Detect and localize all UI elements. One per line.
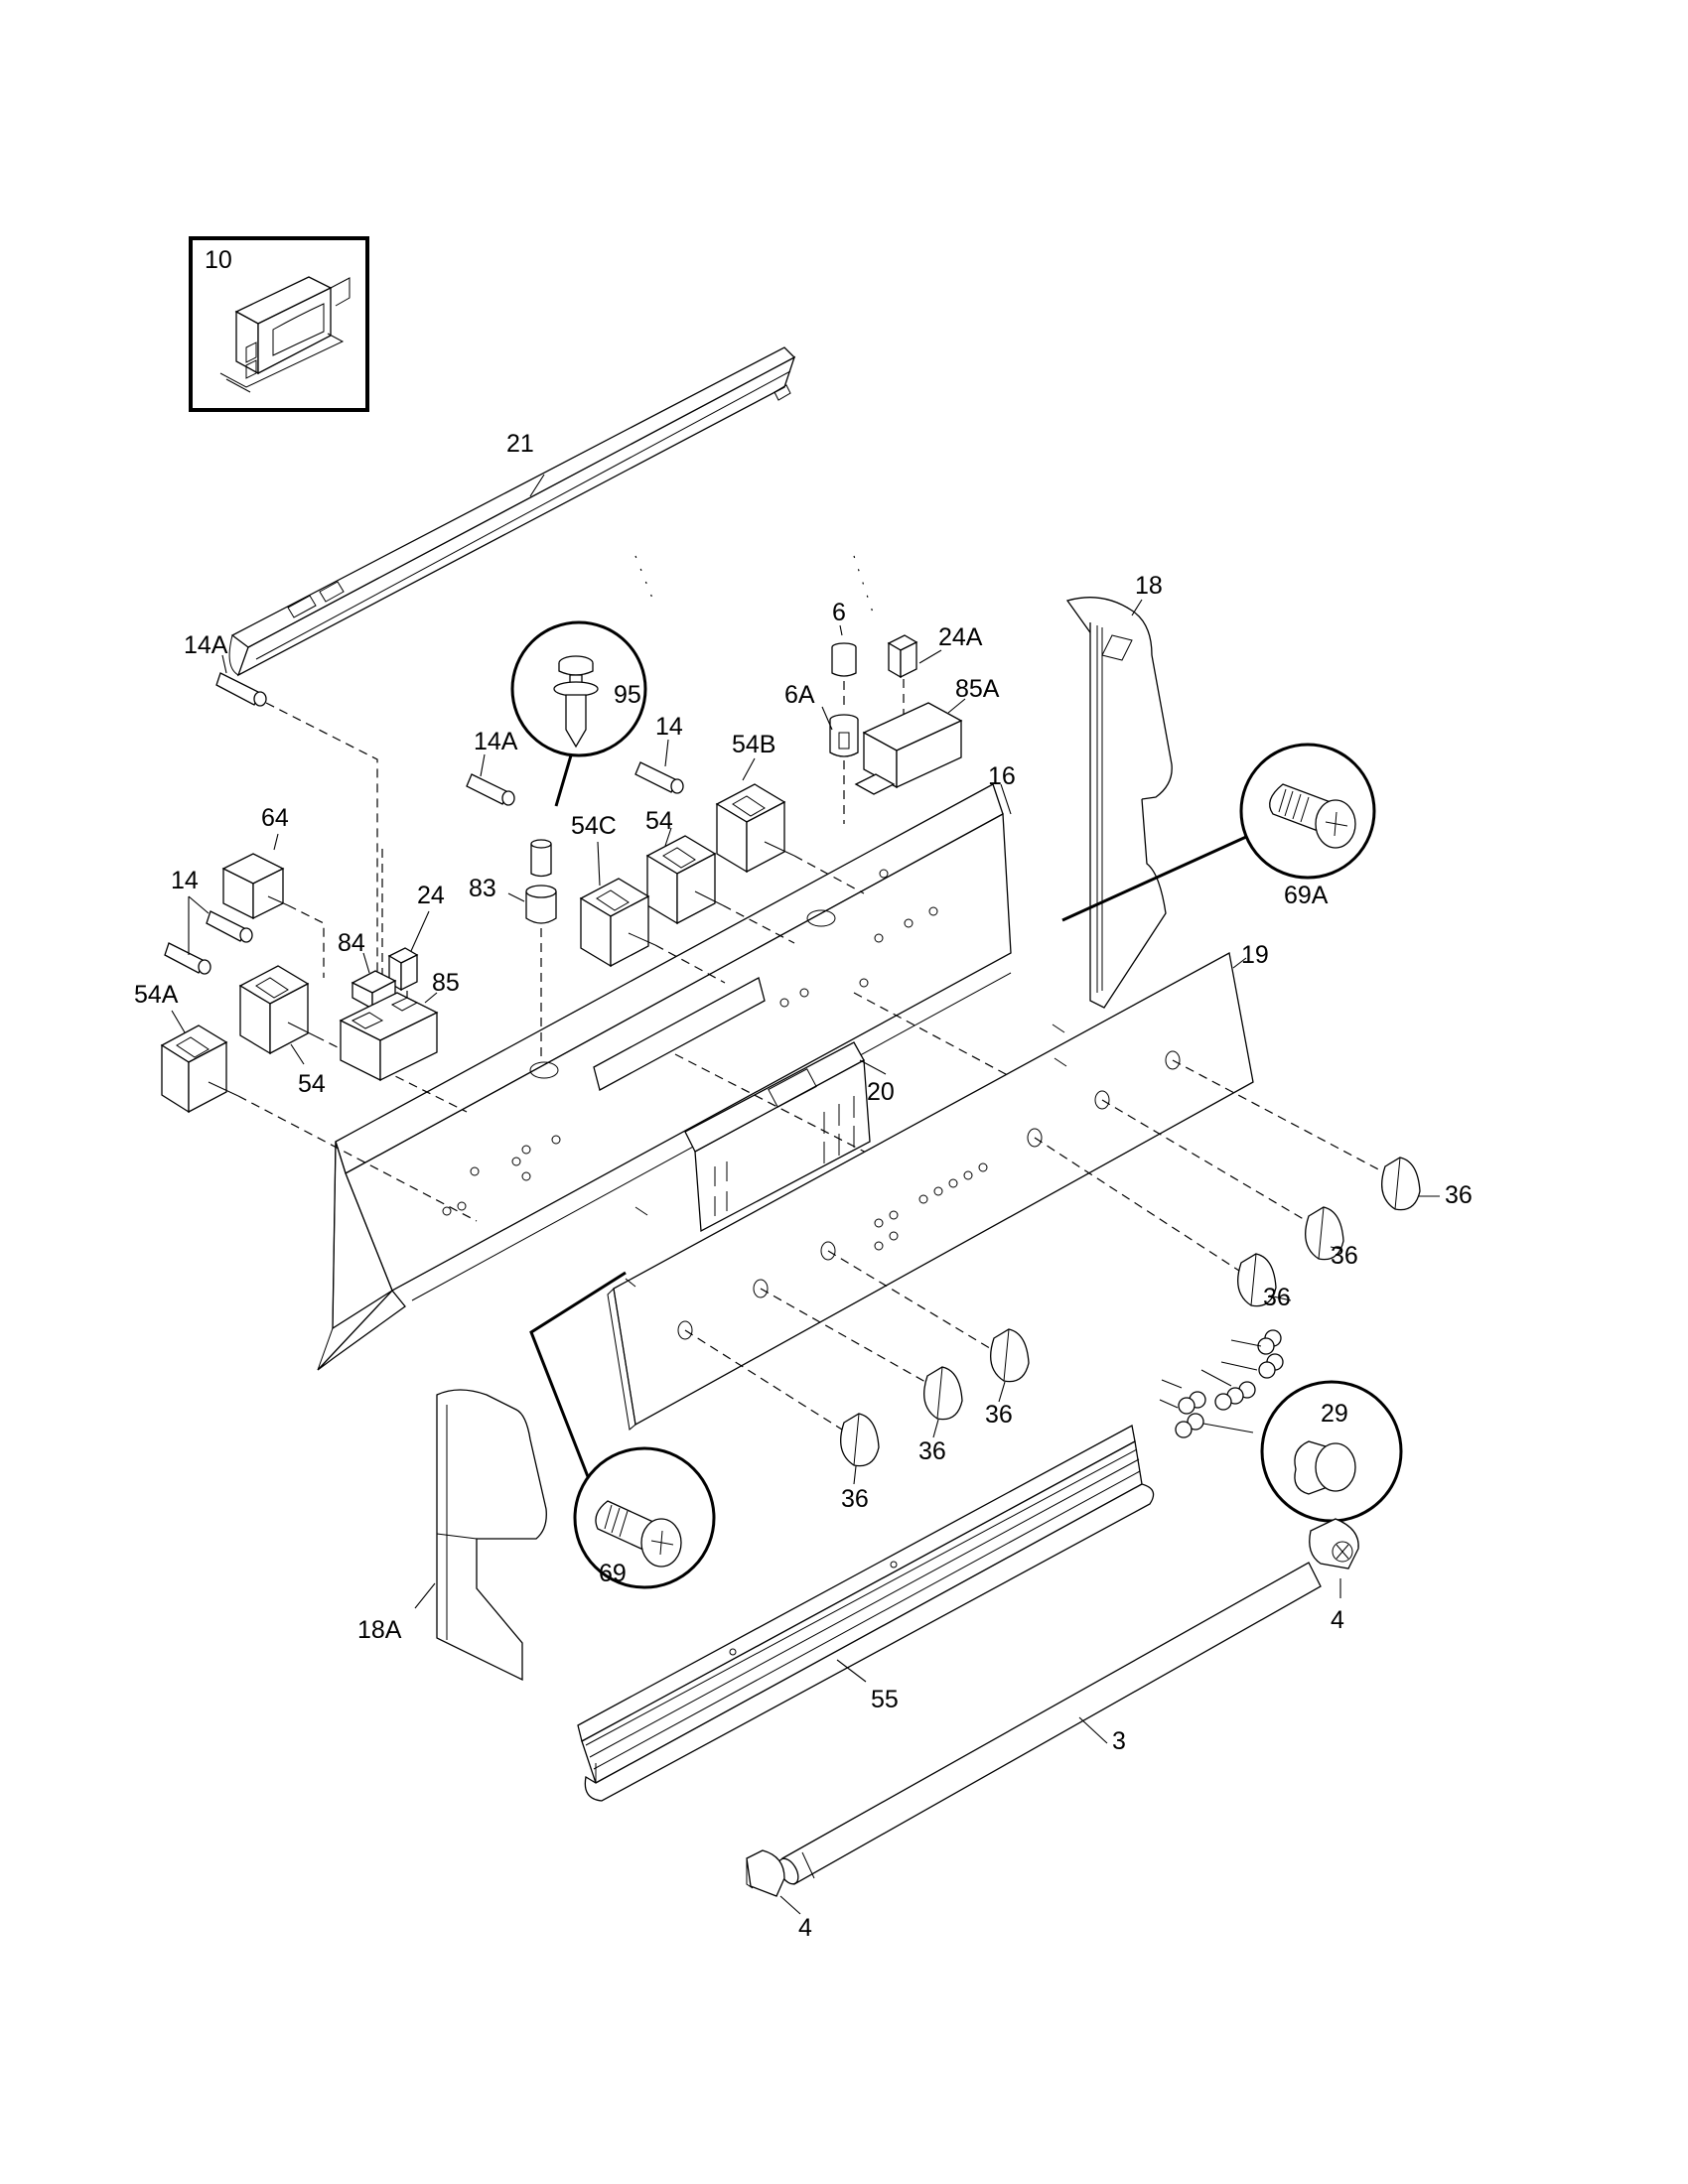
- knob-36-a[interactable]: 36: [1381, 1157, 1473, 1211]
- end-cap-18[interactable]: 18: [1065, 572, 1173, 1009]
- knob-36-d[interactable]: 36: [985, 1328, 1030, 1429]
- part-label-36-f: 36: [841, 1485, 869, 1513]
- part-label-6: 6: [832, 599, 846, 626]
- part-label-24: 24: [417, 882, 445, 909]
- part-label-54C: 54C: [571, 812, 617, 840]
- part-label-85: 85: [432, 969, 460, 997]
- part-label-84: 84: [338, 929, 365, 957]
- part-label-69A: 69A: [1284, 882, 1329, 909]
- switch-54A[interactable]: 54A: [134, 981, 239, 1114]
- part-label-4-left: 4: [798, 1914, 812, 1942]
- phillips-screw-icon: [1269, 783, 1356, 849]
- part-label-85A: 85A: [955, 675, 1000, 703]
- rocker-switch-24A[interactable]: 24A: [887, 623, 983, 679]
- lamp-holder-4-right[interactable]: 4: [1309, 1518, 1359, 1634]
- part-label-24A: 24A: [938, 623, 983, 651]
- part-label-83: 83: [469, 875, 496, 902]
- part-label-54: 54: [645, 807, 673, 835]
- push-pin-icon: [553, 655, 599, 749]
- relay-64[interactable]: 64: [221, 804, 289, 920]
- rocker-switch-24[interactable]: 24: [387, 882, 445, 992]
- part-label-64: 64: [261, 804, 289, 832]
- part-label-29: 29: [1321, 1400, 1348, 1428]
- part-label-69: 69: [599, 1560, 627, 1587]
- part-label-54-lower: 54: [298, 1070, 326, 1098]
- screws-69-small: [625, 1024, 1067, 1288]
- top-trim-21[interactable]: 21: [228, 346, 796, 677]
- knob-36-b[interactable]: 36: [1305, 1206, 1358, 1270]
- part-label-14A-left: 14A: [184, 631, 228, 659]
- switch-54B[interactable]: 54B: [715, 731, 795, 874]
- part-label-4-right: 4: [1331, 1606, 1344, 1634]
- part-label-20: 20: [867, 1078, 895, 1106]
- part-label-21: 21: [506, 430, 534, 458]
- bracket-85[interactable]: 85: [339, 969, 460, 1082]
- connector-terminals: [714, 1096, 855, 1216]
- control-panel-19[interactable]: 19: [607, 941, 1269, 1431]
- part-label-36-a: 36: [1445, 1181, 1473, 1209]
- switch-54C[interactable]: 54C: [571, 812, 656, 968]
- part-label-36-c: 36: [1263, 1284, 1291, 1311]
- lamp-6[interactable]: 6: [831, 599, 857, 677]
- knob-36-e[interactable]: 36: [918, 1366, 963, 1465]
- part-label-95: 95: [614, 681, 641, 709]
- callout-screw-69[interactable]: 69: [529, 1271, 716, 1589]
- grommet-83[interactable]: 83: [469, 839, 557, 924]
- plug-button-icon: [1294, 1440, 1356, 1495]
- indicator-light-14A-left[interactable]: 14A: [184, 631, 267, 707]
- part-label-14-left: 14: [171, 867, 199, 894]
- indicator-lights-14-left[interactable]: 14: [164, 867, 253, 975]
- part-label-10: 10: [205, 246, 232, 274]
- light-shield-55[interactable]: 55: [577, 1425, 1155, 1802]
- part-label-36-e: 36: [918, 1437, 946, 1465]
- transformer-icon: [219, 276, 351, 393]
- part-label-18A: 18A: [357, 1616, 402, 1644]
- bracket-85A[interactable]: 85A: [854, 675, 1000, 795]
- part-label-14A-mid: 14A: [474, 728, 518, 755]
- lens-cluster-29[interactable]: 29: [1159, 1329, 1403, 1523]
- part-label-54B: 54B: [732, 731, 775, 758]
- callout-pushpin-95[interactable]: 95: [510, 620, 647, 807]
- part-label-19: 19: [1241, 941, 1269, 969]
- lamp-holder-4-left[interactable]: 4: [746, 1849, 812, 1942]
- part-label-36-b: 36: [1331, 1242, 1358, 1270]
- part-label-16: 16: [988, 762, 1016, 790]
- knob-36-f[interactable]: 36: [840, 1413, 880, 1513]
- part-label-54A: 54A: [134, 981, 179, 1009]
- callout-screw-69A[interactable]: 69A: [1061, 743, 1376, 922]
- part-label-6A: 6A: [784, 681, 815, 709]
- indicator-light-14A-mid[interactable]: 14A: [466, 728, 518, 806]
- part-label-3: 3: [1112, 1727, 1126, 1755]
- inset-transformer-10[interactable]: 10: [189, 236, 369, 412]
- part-label-18: 18: [1135, 572, 1163, 600]
- lamp-socket-6A[interactable]: 6A: [784, 681, 859, 757]
- frame-holes: [442, 869, 938, 1216]
- switch-54-lower[interactable]: 54: [238, 965, 326, 1098]
- backguard-frame-16[interactable]: 16: [317, 762, 1016, 1371]
- terminal-block-84[interactable]: 84: [338, 929, 397, 1011]
- phillips-screw-icon: [595, 1500, 682, 1568]
- end-cap-18A[interactable]: 18A: [357, 1389, 547, 1682]
- fluorescent-tube-3[interactable]: 3: [774, 1562, 1322, 1887]
- part-label-14-mid: 14: [655, 713, 683, 741]
- panel-holes: [677, 1050, 1181, 1340]
- switch-54[interactable]: 54: [645, 807, 724, 925]
- knob-36-c[interactable]: 36: [1237, 1253, 1292, 1311]
- part-label-36-d: 36: [985, 1401, 1013, 1429]
- part-label-55: 55: [871, 1686, 899, 1713]
- lens-icons: [1175, 1329, 1284, 1438]
- electronic-control-20[interactable]: 20: [593, 977, 895, 1233]
- indicator-light-14-mid[interactable]: 14: [634, 713, 684, 794]
